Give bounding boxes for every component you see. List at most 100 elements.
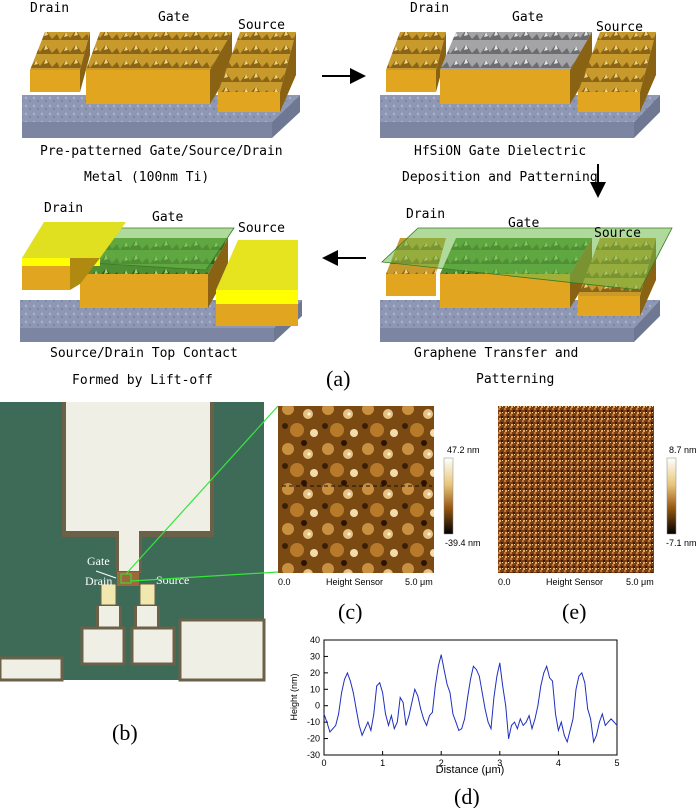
series-height-trace <box>324 655 617 742</box>
panel-b-label: (b) <box>112 720 138 745</box>
data-point <box>540 686 541 687</box>
data-point <box>488 722 489 723</box>
data-point <box>485 709 486 710</box>
data-point <box>482 692 483 693</box>
data-point <box>505 705 506 706</box>
data-point <box>590 718 591 719</box>
data-point <box>584 682 585 683</box>
data-point <box>414 689 415 690</box>
panel-c-label: (c) <box>338 599 362 624</box>
micrograph-gate-label: Gate <box>87 554 110 568</box>
data-point <box>479 676 480 677</box>
data-point <box>400 697 401 698</box>
data-point <box>532 728 533 729</box>
data-point <box>356 709 357 710</box>
step2-source-label: Source <box>596 20 643 35</box>
data-point <box>608 722 609 723</box>
data-point <box>494 697 495 698</box>
plot-frame <box>324 640 617 755</box>
data-point <box>611 718 612 719</box>
data-point <box>561 722 562 723</box>
data-point <box>341 692 342 693</box>
data-point <box>496 676 497 677</box>
y-axis-label: Height (nm) <box>289 673 299 720</box>
data-point <box>368 722 369 723</box>
step1-source-label: Source <box>238 18 285 33</box>
data-point <box>526 722 527 723</box>
data-point <box>324 714 325 715</box>
panel-d-label: (d) <box>454 784 480 808</box>
data-point <box>579 676 580 677</box>
data-point <box>511 725 512 726</box>
data-point <box>432 712 433 713</box>
data-point <box>464 718 465 719</box>
step3-caption-1: Graphene Transfer and <box>414 346 578 361</box>
data-point <box>385 714 386 715</box>
data-point <box>593 741 594 742</box>
data-point <box>537 705 538 706</box>
micrograph-drain-label: Drain <box>85 574 112 588</box>
data-point <box>350 681 351 682</box>
data-point <box>514 722 515 723</box>
data-point <box>420 709 421 710</box>
step1-gate-label: Gate <box>158 10 189 25</box>
data-point <box>461 728 462 729</box>
data-point <box>555 714 556 715</box>
data-point <box>394 728 395 729</box>
axis-mid-e: Height Sensor <box>546 577 603 587</box>
x-tick-label: 4 <box>556 758 561 768</box>
data-point <box>438 666 439 667</box>
data-point <box>543 672 544 673</box>
data-point <box>365 728 366 729</box>
data-point <box>470 679 471 680</box>
data-point <box>587 709 588 710</box>
data-point <box>552 681 553 682</box>
scale-max-e: 8.7 nm <box>669 445 697 455</box>
data-point <box>423 718 424 719</box>
data-point <box>417 695 418 696</box>
step2-gate-label: Gate <box>512 10 543 25</box>
data-point <box>397 722 398 723</box>
data-point <box>335 725 336 726</box>
data-point <box>359 725 360 726</box>
step4-gate-label: Gate <box>152 210 183 225</box>
colorbar-e <box>667 458 676 534</box>
x-tick-label: 0 <box>321 758 326 768</box>
data-point <box>458 730 459 731</box>
data-point <box>581 672 582 673</box>
data-point <box>517 728 518 729</box>
data-point <box>529 715 530 716</box>
data-point <box>391 715 392 716</box>
data-point <box>570 730 571 731</box>
panel-a-label: (a) <box>326 366 350 391</box>
data-point <box>614 722 615 723</box>
data-point <box>573 718 574 719</box>
step4-caption-1: Source/Drain Top Contact <box>50 346 238 361</box>
data-point <box>599 722 600 723</box>
data-point <box>403 702 404 703</box>
data-point <box>441 654 442 655</box>
scale-max-c: 47.2 nm <box>447 445 480 455</box>
data-point <box>373 714 374 715</box>
data-point <box>596 735 597 736</box>
step2-device <box>380 32 660 138</box>
step2-drain-label: Drain <box>410 1 449 16</box>
data-point <box>412 702 413 703</box>
data-point <box>327 722 328 723</box>
x-axis-label: Distance (μm) <box>436 764 505 776</box>
data-point <box>447 684 448 685</box>
data-point <box>344 679 345 680</box>
y-tick-label: 20 <box>310 668 320 678</box>
data-point <box>376 686 377 687</box>
data-point <box>520 718 521 719</box>
data-point <box>523 725 524 726</box>
step4-device <box>20 222 302 342</box>
data-point <box>332 728 333 729</box>
data-point <box>476 669 477 670</box>
data-point <box>491 728 492 729</box>
step1-caption-2: Metal (100nm Ti) <box>84 170 209 185</box>
afm-image-e <box>498 406 654 573</box>
step2-caption-1: HfSiON Gate Dielectric <box>414 144 586 159</box>
